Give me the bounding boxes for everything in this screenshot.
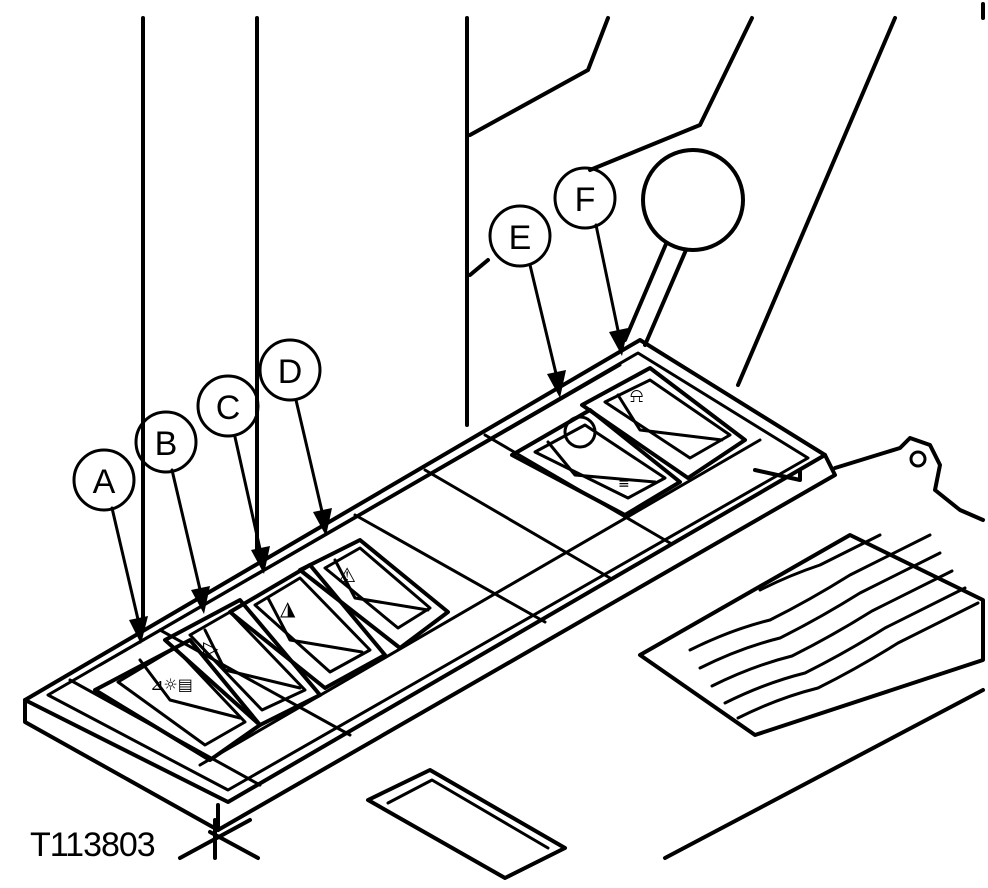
- cab-structure: [141, 2, 985, 627]
- callout-e: E: [488, 204, 552, 268]
- callout-c-label: C: [216, 389, 241, 427]
- triangle-up-icon: ▷: [203, 636, 219, 660]
- callout-b-label: B: [155, 425, 178, 463]
- rocker-switch-b: ▷: [163, 598, 322, 727]
- callout-a: A: [72, 448, 136, 512]
- console-panel: [23, 338, 985, 880]
- callout-e-label: E: [509, 219, 532, 257]
- rocker-switch-c: ◮: [228, 563, 387, 690]
- rocker-switch-d: ⚠: [298, 538, 450, 650]
- lines-icon: ≡: [618, 476, 630, 492]
- rocker-switch-f: ⍾: [580, 366, 747, 480]
- lever-knob: [641, 148, 745, 252]
- circle-indicator-icon: [563, 415, 597, 449]
- callout-f-label: F: [575, 181, 596, 219]
- callout-d-label: D: [278, 353, 303, 391]
- callout-d: D: [258, 338, 322, 402]
- triangle-icon: ◮: [280, 596, 296, 620]
- rocker-switch-a: ⊿☼▤: [93, 638, 262, 762]
- warning-icon: ⚠: [338, 563, 356, 587]
- vent-grille: [638, 533, 985, 737]
- callout-leaders: [110, 223, 628, 644]
- callout-f: F: [553, 166, 617, 230]
- multi-function-icon: ⊿☼▤: [150, 675, 193, 694]
- figure-id: T113803: [30, 826, 156, 864]
- callout-b: B: [134, 410, 198, 474]
- callout-a-label: A: [93, 463, 116, 501]
- callout-c: C: [196, 374, 260, 438]
- bell-icon: ⍾: [630, 383, 643, 407]
- rocker-switch-e: ≡: [510, 408, 682, 517]
